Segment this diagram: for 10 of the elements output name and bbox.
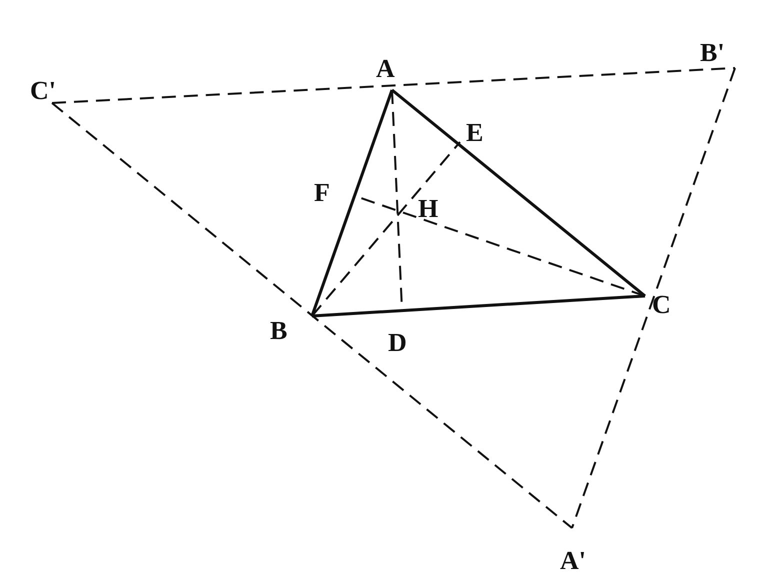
point-label: B' (700, 40, 725, 66)
point-label: D (388, 330, 407, 356)
point-label: H (418, 196, 438, 222)
point-label: C (652, 292, 671, 318)
point-label: A (376, 56, 395, 82)
point-label: E (466, 120, 484, 146)
point-label: B (270, 318, 288, 344)
point-label: C' (30, 78, 56, 104)
point-label: A' (560, 548, 586, 574)
point-label: F (314, 180, 330, 206)
